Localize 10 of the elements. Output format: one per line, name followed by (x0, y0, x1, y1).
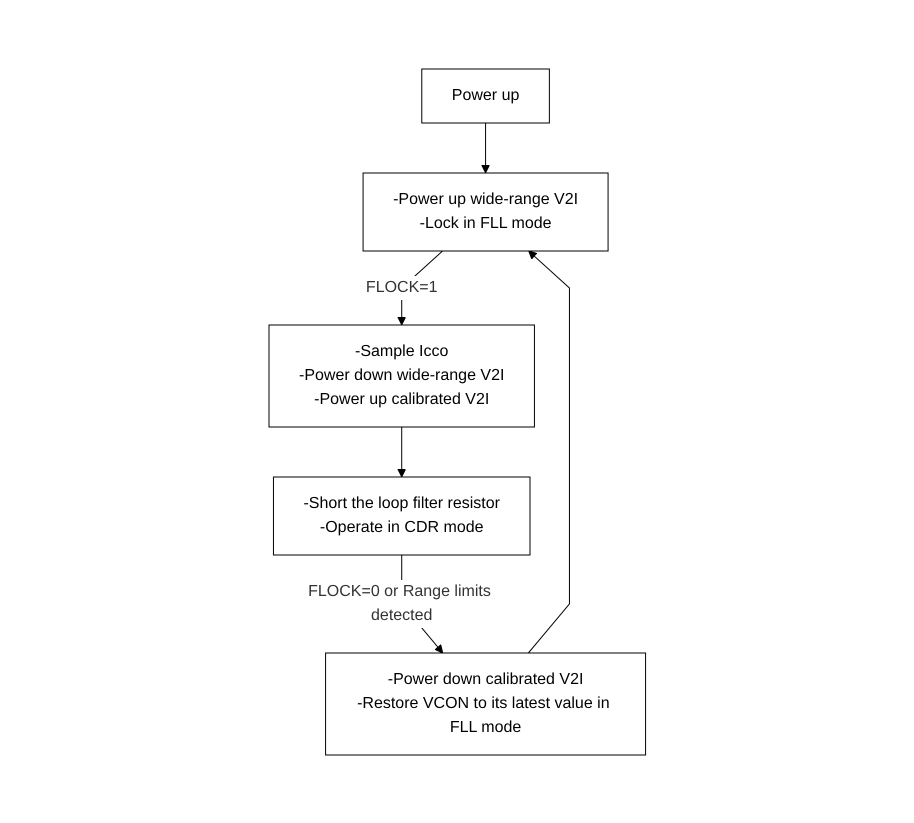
edge-label: FLOCK=0 or Range limits detected (308, 582, 491, 624)
arrow (480, 122, 490, 173)
node-box: Power up (420, 68, 550, 123)
node-box: -Power down calibrated V2I -Restore VCON to its latest value in FLL mode (324, 652, 646, 755)
node-box: -Power up wide-range V2I -Lock in FLL mode (362, 172, 608, 251)
arrow (397, 426, 406, 477)
node-box: -Short the loop filter resistor -Operate in CDR mode (272, 476, 530, 555)
edge-label: FLOCK=1 (366, 278, 438, 296)
node-box: -Sample Icco -Power down wide-range V2I -Power up calibrated V2I (268, 324, 535, 427)
arrow (528, 250, 570, 653)
